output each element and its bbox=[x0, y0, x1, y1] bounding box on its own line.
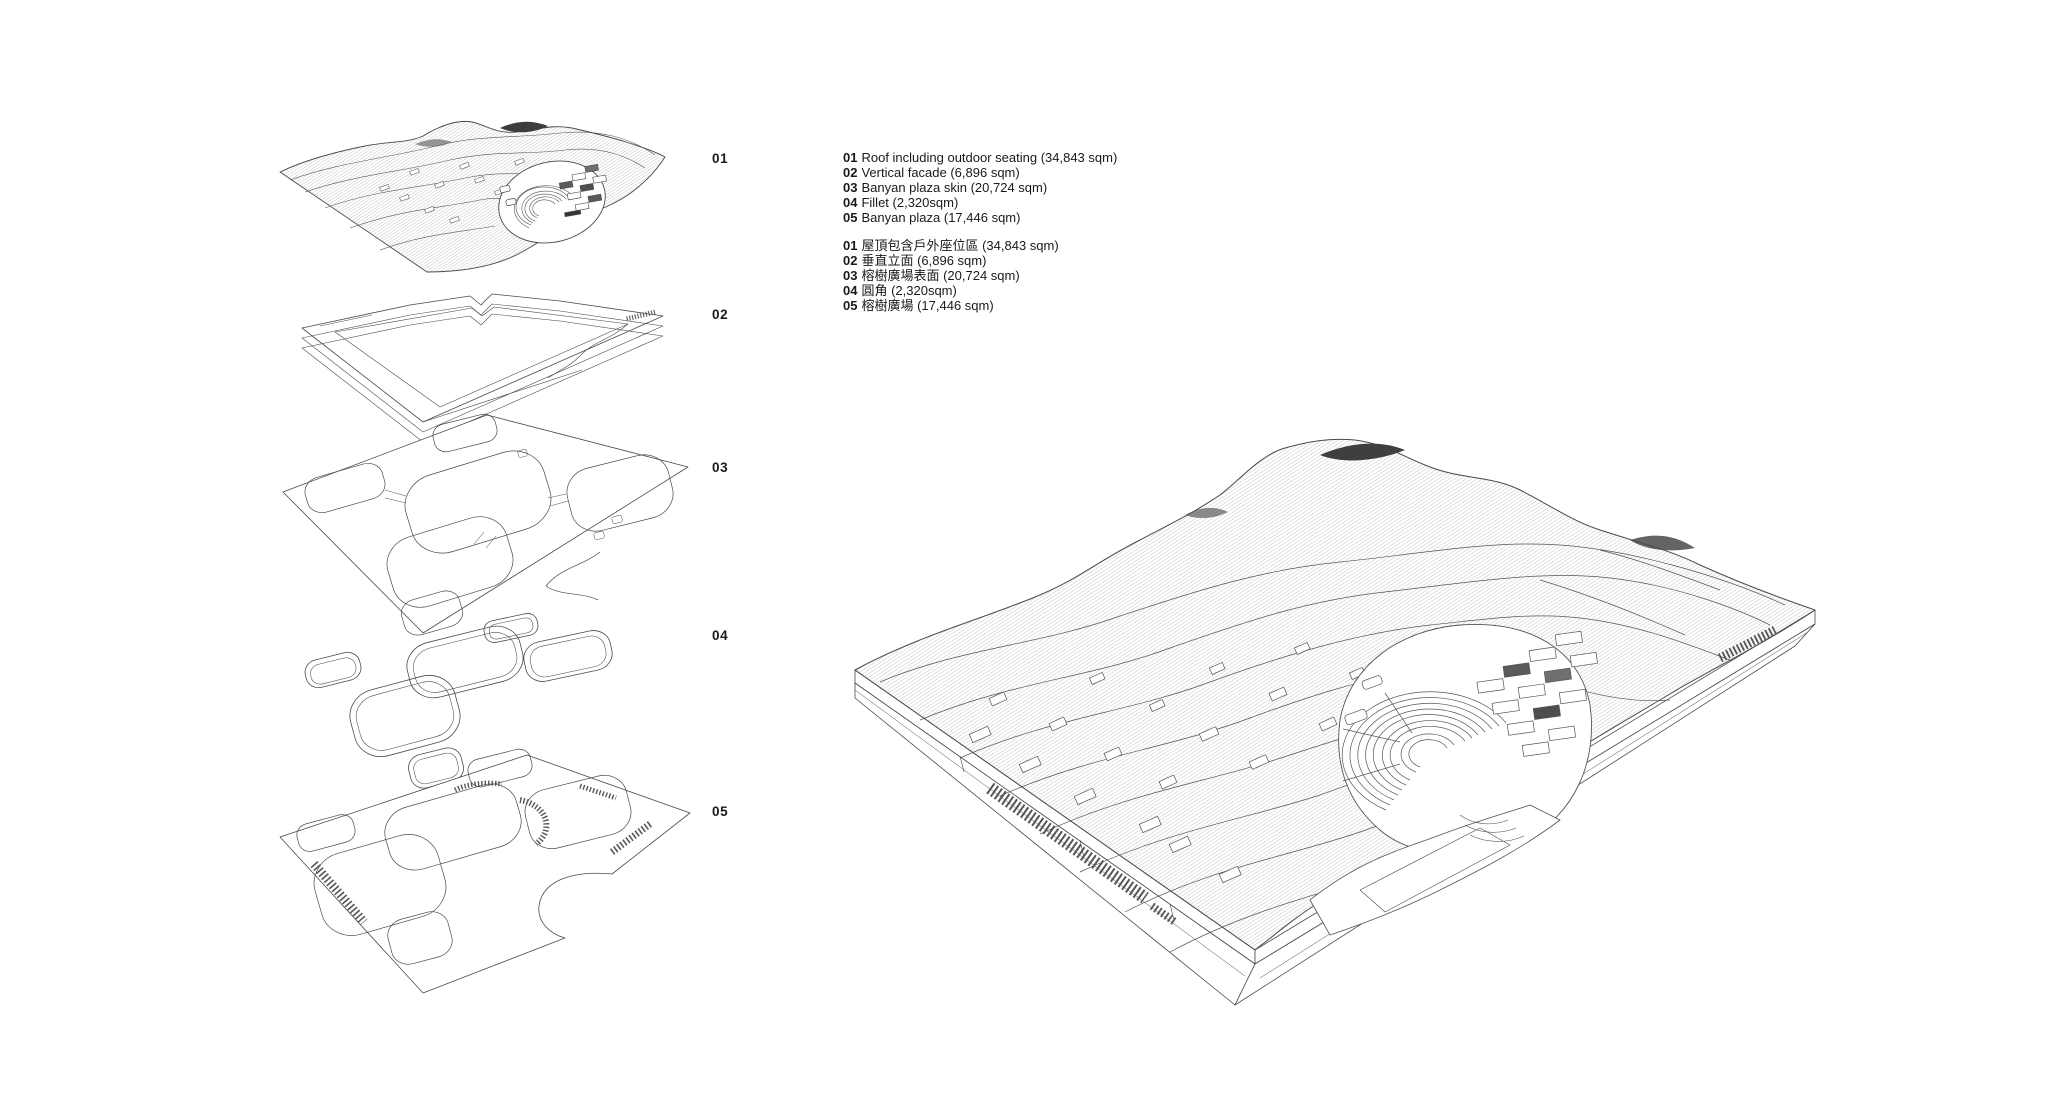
layer-number-02: 02 bbox=[712, 307, 729, 322]
exploded-layer-04-fillets bbox=[304, 613, 613, 789]
layer-number-03: 03 bbox=[712, 460, 729, 475]
layer-number-01: 01 bbox=[712, 151, 729, 166]
legend-item-number: 02 bbox=[843, 253, 858, 268]
legend-item-text: 垂直立面 (6,896 sqm) bbox=[861, 253, 987, 268]
legend-item-number: 02 bbox=[843, 165, 858, 180]
legend-item-text: Vertical facade (6,896 sqm) bbox=[861, 165, 1020, 180]
assembled-building-axonometric bbox=[854, 438, 1816, 1006]
exploded-layer-05-plaza bbox=[279, 748, 691, 994]
legend-item-text: 屋頂包含戶外座位區 (34,843 sqm) bbox=[861, 238, 1059, 253]
exploded-layer-02-facade bbox=[301, 293, 664, 443]
exploded-axonometric-diagram bbox=[279, 120, 691, 994]
legend-item-text: Roof including outdoor seating (34,843 s… bbox=[861, 150, 1118, 165]
legend-item-text: 榕樹廣場 (17,446 sqm) bbox=[861, 298, 994, 313]
exploded-layer-03-plaza-skin bbox=[282, 413, 689, 636]
legend-item-text: 圓角 (2,320sqm) bbox=[861, 283, 957, 298]
layer-number-04: 04 bbox=[712, 628, 729, 643]
legend-item-number: 04 bbox=[843, 283, 858, 298]
legend-item-number: 03 bbox=[843, 268, 858, 283]
legend-item-number: 05 bbox=[843, 298, 858, 313]
legend-item-text: Banyan plaza (17,446 sqm) bbox=[861, 210, 1021, 225]
legend-item-number: 01 bbox=[843, 238, 858, 253]
exploded-layer-01-roof bbox=[279, 120, 666, 273]
legend-item-text: Banyan plaza skin (20,724 sqm) bbox=[861, 180, 1048, 195]
layer-number-05: 05 bbox=[712, 804, 729, 819]
legend-item-number: 01 bbox=[843, 150, 858, 165]
legend-item-number: 04 bbox=[843, 195, 858, 210]
legend-item-number: 05 bbox=[843, 210, 858, 225]
legend-item-number: 03 bbox=[843, 180, 858, 195]
legend-item-text: Fillet (2,320sqm) bbox=[861, 195, 959, 210]
legend-item-text: 榕樹廣場表面 (20,724 sqm) bbox=[861, 268, 1020, 283]
